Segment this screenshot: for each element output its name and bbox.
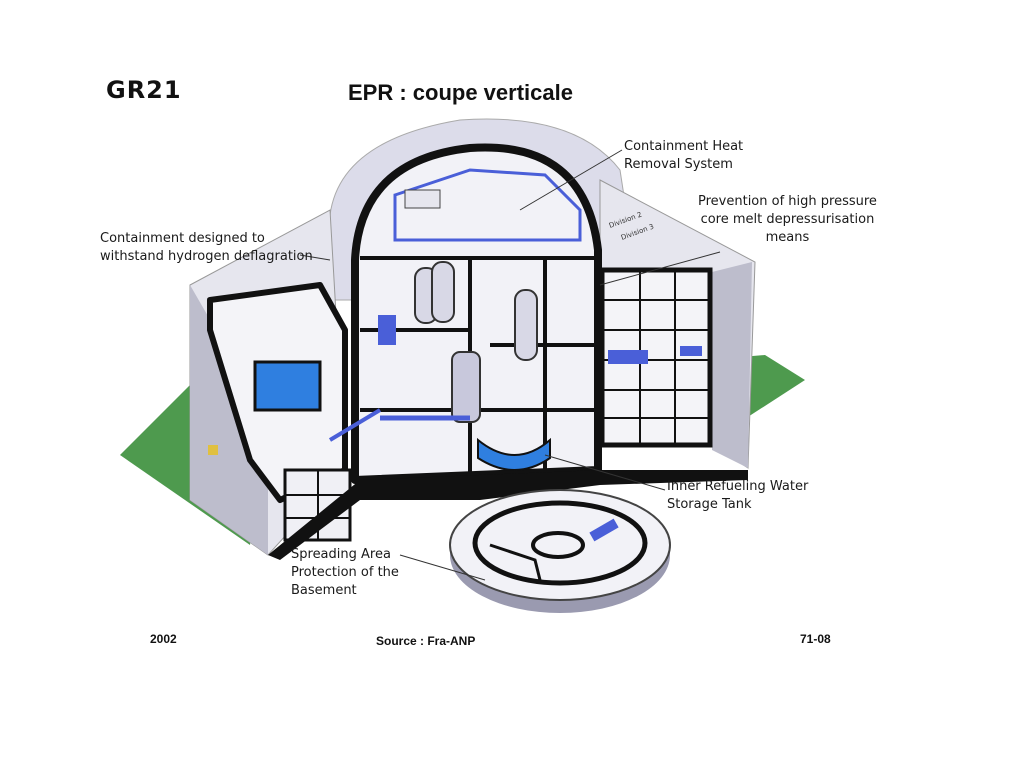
- footer-code: 71-08: [800, 632, 831, 646]
- crane-structure: [393, 168, 582, 242]
- callout-line: Inner Refueling Water: [667, 479, 809, 494]
- spreading-channel: [489, 543, 542, 581]
- steam-generator-right: [431, 261, 455, 323]
- callout-line: Containment designed to: [100, 231, 265, 246]
- callout-line: means: [765, 230, 810, 245]
- pressurizer: [514, 289, 538, 361]
- callout-line: Spreading Area: [291, 547, 391, 562]
- basemat: [268, 470, 748, 560]
- leader-heat: [519, 149, 623, 211]
- callout-line: core melt depressurisation: [700, 212, 875, 227]
- spreading-equipment: [589, 518, 619, 542]
- slide-title: EPR : coupe verticale: [348, 80, 573, 105]
- footer-year: 2002: [150, 632, 177, 646]
- leader-containment: [299, 254, 331, 261]
- right-equipment-2: [680, 346, 702, 356]
- crane-cab: [404, 189, 441, 209]
- fuel-pool: [253, 360, 322, 412]
- spreading-disk-ring: [472, 500, 648, 586]
- callout-inner-refueling-tank: Inner Refueling Water Storage Tank: [667, 478, 808, 514]
- callout-line: Removal System: [624, 157, 733, 172]
- callout-containment-heat-removal: Containment Heat Removal System: [624, 138, 743, 174]
- callout-line: Basement: [291, 583, 357, 598]
- callout-line: Protection of the: [291, 565, 399, 580]
- callout-line: Prevention of high pressure: [698, 194, 877, 209]
- leader-irwst: [544, 454, 666, 491]
- irwst-water: [477, 437, 551, 471]
- reactor-pump: [378, 315, 396, 345]
- footer-source: Source : Fra-ANP: [376, 634, 476, 648]
- right-equipment: [608, 350, 648, 364]
- leader-spreading: [399, 554, 486, 581]
- slide-code: GR21: [106, 76, 182, 104]
- callout-prevention-high-pressure: Prevention of high pressure core melt de…: [698, 193, 877, 247]
- callout-spreading-area: Spreading Area Protection of the Basemen…: [291, 546, 399, 600]
- callout-line: Storage Tank: [667, 497, 752, 512]
- left-building-side: [190, 285, 268, 555]
- inner-containment: [351, 143, 602, 484]
- callout-containment-hydrogen: Containment designed to withstand hydrog…: [100, 230, 313, 266]
- callout-line: Containment Heat: [624, 139, 744, 154]
- callout-line: withstand hydrogen deflagration: [100, 249, 313, 264]
- left-window: [208, 445, 218, 455]
- leader-prevention: [599, 251, 721, 286]
- spreading-disk-core: [531, 531, 585, 559]
- reactor-vessel: [451, 351, 481, 423]
- right-building-side: [712, 262, 752, 468]
